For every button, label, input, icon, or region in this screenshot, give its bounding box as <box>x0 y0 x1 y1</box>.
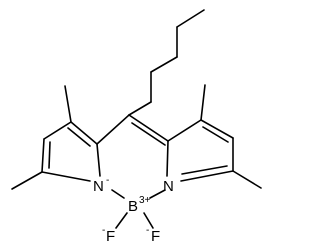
nitrogen-left-label: N <box>93 178 104 195</box>
bond-right-c3-c4-inner <box>202 126 229 143</box>
bond-b-f-right <box>143 212 154 229</box>
bond-chain-3 <box>150 56 178 73</box>
meso-carbon-bonds <box>96 114 169 146</box>
nitrogen-right-label: N <box>163 178 174 195</box>
bond-left-c4-c5-outer <box>41 138 45 173</box>
bond-right-methyl-top <box>200 84 206 121</box>
boron-label: B <box>128 198 138 215</box>
bond-n-left-b <box>111 189 125 199</box>
bond-left-methyl-top <box>64 85 72 123</box>
nitrogen-left-charge: - <box>106 175 109 186</box>
bond-left-c2-c3-outer <box>70 121 98 145</box>
bond-right-c2-c3 <box>167 119 202 142</box>
bond-left-methyl-bottom <box>11 171 43 190</box>
fluorine-left-charge: - <box>102 225 105 236</box>
bond-meso-right-inner <box>131 122 166 146</box>
fluorine-left-label: F <box>106 228 115 243</box>
boron-bonds <box>111 189 166 229</box>
bond-meso-right-outer <box>128 114 169 142</box>
bond-left-c5-n <box>41 171 91 182</box>
left-pyrrole-ring <box>11 85 101 190</box>
bond-b-f-left <box>115 212 128 229</box>
bond-chain-5 <box>128 101 152 116</box>
boron-charge: 3+ <box>139 195 151 206</box>
bond-left-c2-c3-inner <box>67 127 91 147</box>
bond-right-c5-n-outer <box>180 170 234 182</box>
bond-n-right-b <box>149 189 166 199</box>
fluorine-right-label: F <box>151 228 160 243</box>
bond-meso-left <box>96 114 130 145</box>
hexyl-chain <box>128 9 205 116</box>
right-pyrrole-ring <box>166 84 262 189</box>
molecule-structure-diagram: N - N B 3+ - F F - <box>11 9 262 243</box>
bond-left-c3-c4 <box>43 121 72 140</box>
bond-right-c2-n <box>166 140 169 177</box>
bond-right-methyl-bottom <box>232 170 262 189</box>
fluorine-right-charge: - <box>146 225 149 236</box>
bond-chain-1 <box>176 9 205 28</box>
bond-left-c2-n <box>96 143 101 177</box>
atom-labels: N - N B 3+ - F F - <box>93 175 174 243</box>
bond-right-c3-c4-outer <box>200 119 234 139</box>
bond-left-c4-c5-inner <box>48 141 51 169</box>
bond-right-c5-n-inner <box>181 165 228 175</box>
